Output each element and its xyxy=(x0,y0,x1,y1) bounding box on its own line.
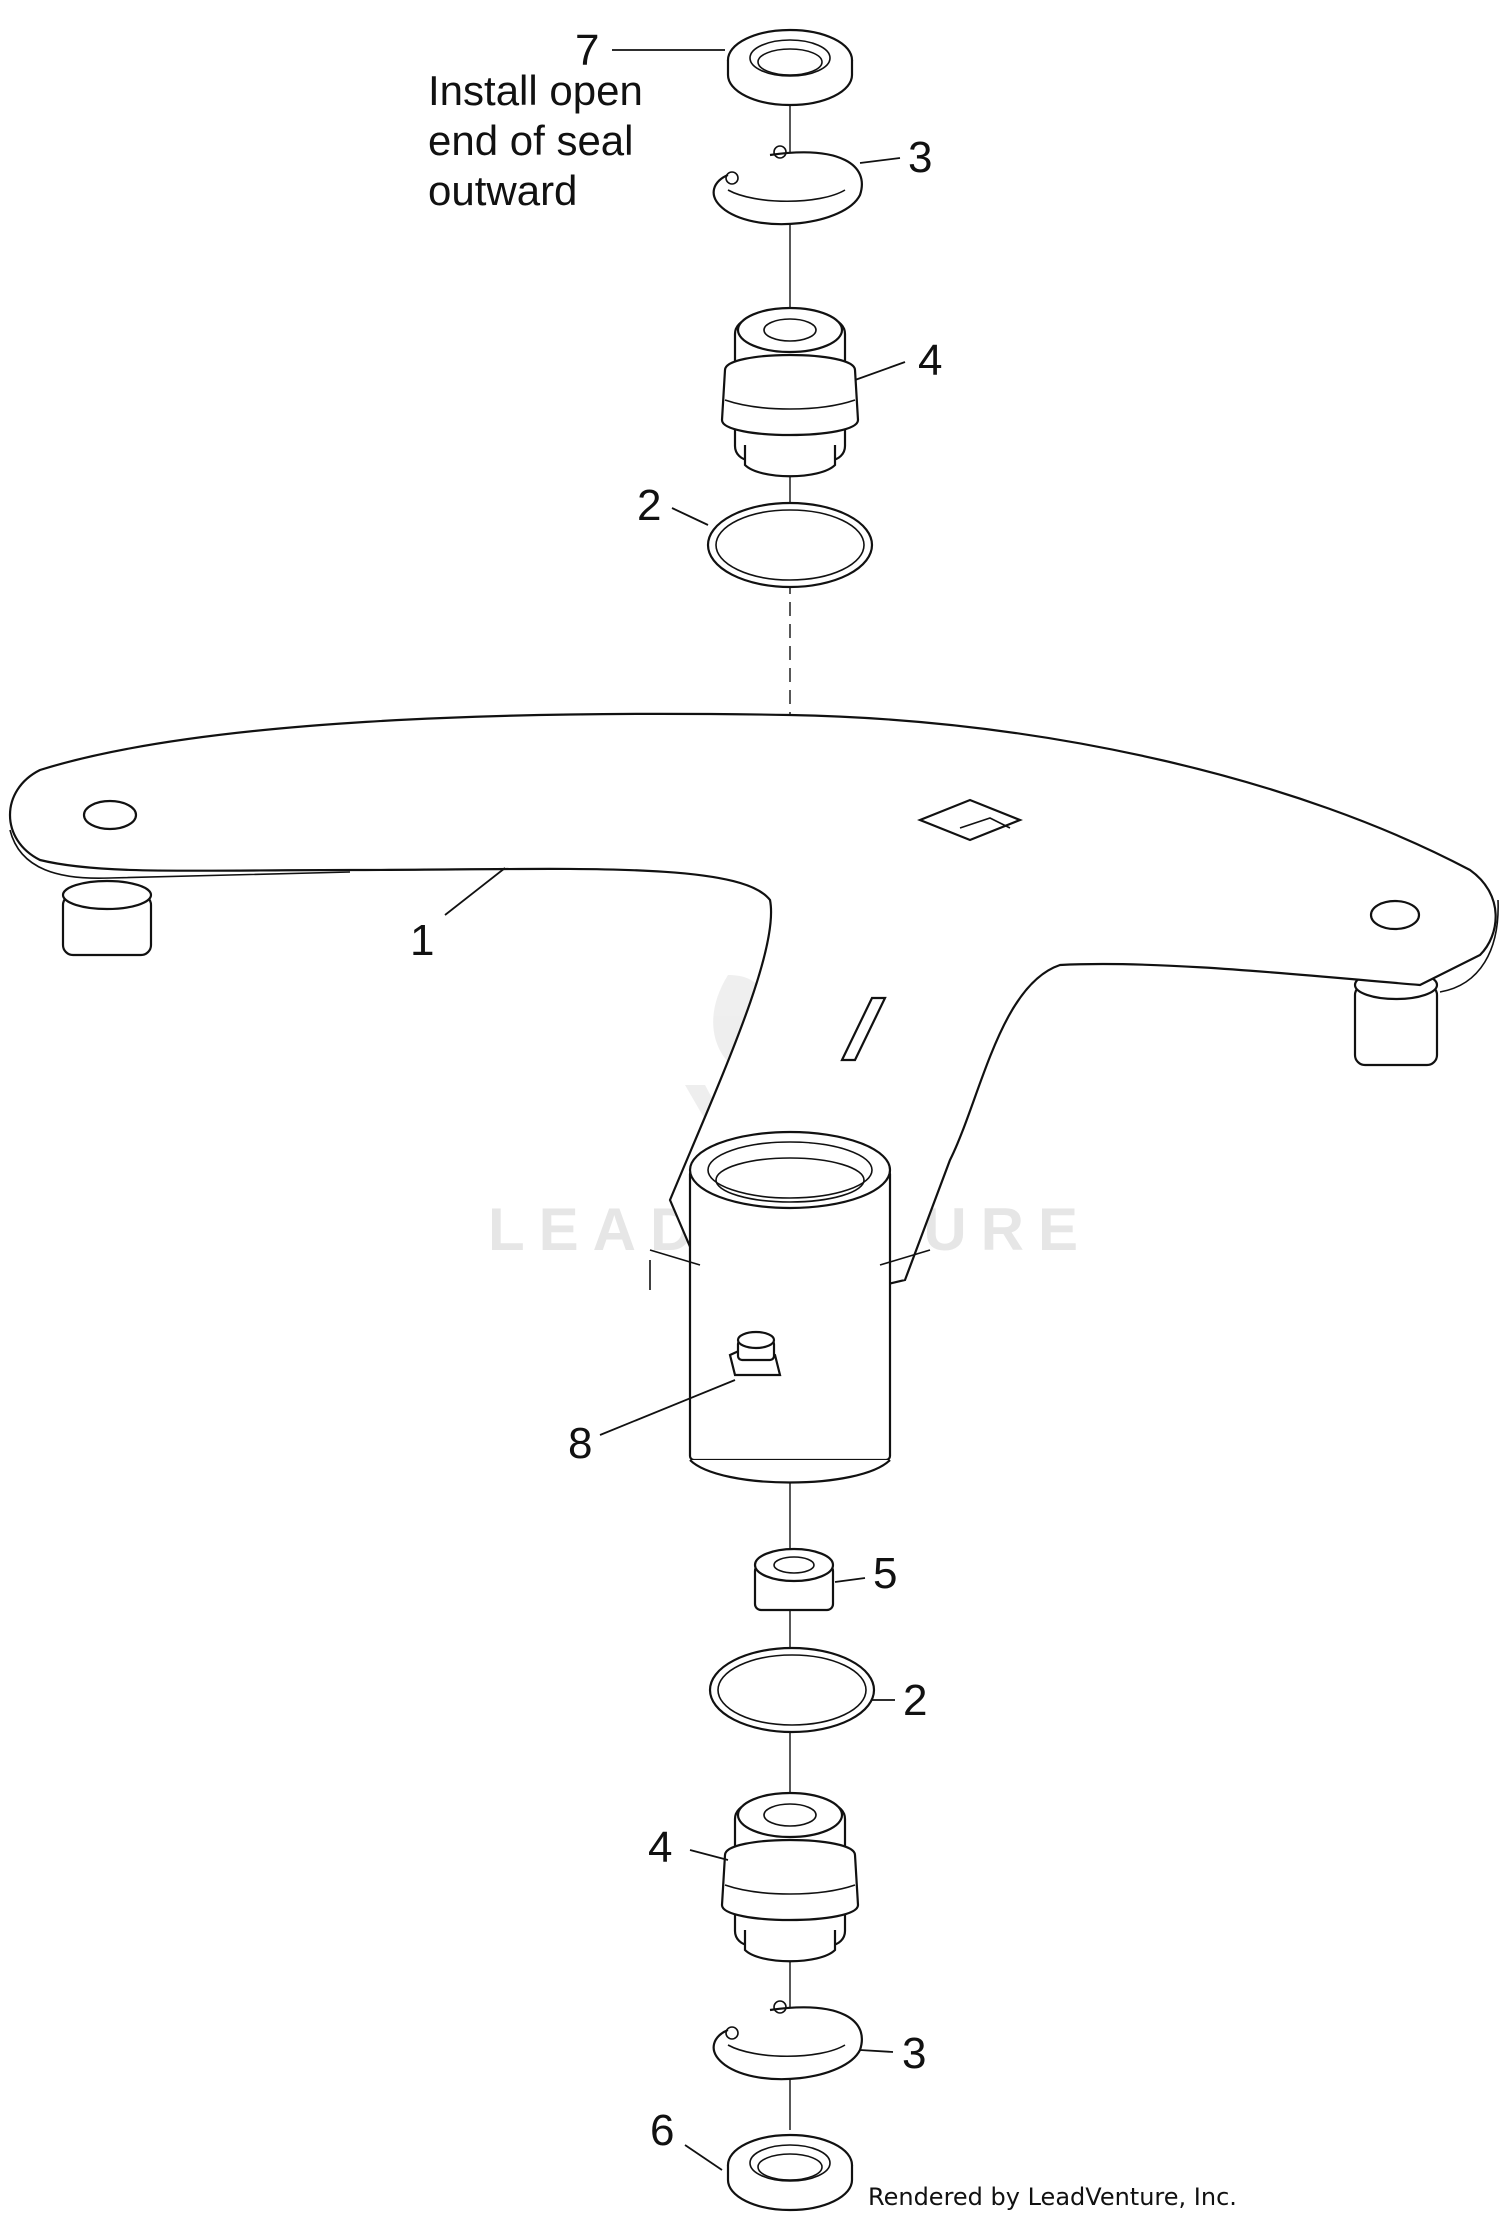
left-stud xyxy=(61,879,153,957)
left-mount-hole xyxy=(82,799,138,831)
render-credit: Rendered by LeadVenture, Inc. xyxy=(868,2183,1237,2211)
callout-3-top: 3 xyxy=(908,133,932,182)
snap-ring-part-3-top xyxy=(712,145,863,226)
o-ring-part-2-bottom xyxy=(708,1646,876,1734)
install-note: Install open end of seal outward xyxy=(428,67,643,214)
square-cutout xyxy=(917,798,1023,842)
callout-4-top: 4 xyxy=(918,336,942,385)
callout-2-bottom: 2 xyxy=(903,1676,927,1725)
callout-4-bottom: 4 xyxy=(648,1823,672,1872)
right-mount-hole xyxy=(1369,899,1421,931)
install-note-line-2: end of seal xyxy=(428,117,634,164)
right-stud xyxy=(1353,969,1439,1067)
bearing-part-4-bottom xyxy=(720,1791,860,1963)
seal-part-6 xyxy=(726,2133,854,2212)
bushing-part-5 xyxy=(753,1547,835,1612)
callout-5: 5 xyxy=(873,1549,897,1598)
install-note-line-3: outward xyxy=(428,167,577,214)
arm-plate-part-1 xyxy=(8,712,1499,1484)
callout-3-bottom: 3 xyxy=(902,2029,926,2078)
callout-6: 6 xyxy=(650,2106,674,2155)
callout-2-top: 2 xyxy=(637,481,661,530)
install-note-line-1: Install open xyxy=(428,67,643,114)
callout-8: 8 xyxy=(568,1419,592,1468)
leader-lines xyxy=(444,49,906,2171)
o-ring-part-2-top xyxy=(706,501,874,589)
bearing-part-4-top xyxy=(720,306,860,478)
slot-cutout xyxy=(840,996,887,1062)
callout-7: 7 xyxy=(575,26,599,75)
grease-fitting-part-8 xyxy=(728,1330,782,1377)
snap-ring-part-3-bottom xyxy=(712,2000,863,2081)
pivot-hub xyxy=(688,1130,892,1484)
callout-1: 1 xyxy=(410,916,434,965)
seal-part-7 xyxy=(726,28,854,107)
